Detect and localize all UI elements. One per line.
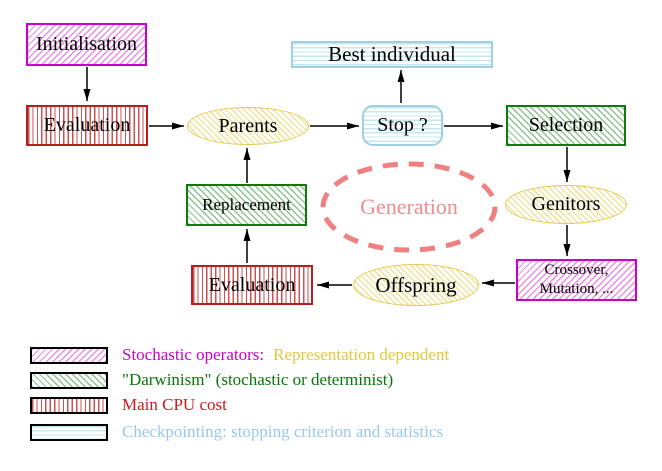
node-best-individual: Best individual — [291, 41, 493, 68]
legend-label-checkpointing: Checkpointing: stopping criterion and st… — [122, 422, 444, 441]
legend-swatch-red-stripes — [30, 396, 108, 414]
generation-cycle-label: Generation — [360, 194, 458, 219]
legend-row-darwinism: "Darwinism" (stochastic or determinist) — [30, 370, 394, 389]
node-replacement: Replacement — [186, 184, 307, 226]
node-stop: Stop ? — [362, 105, 443, 146]
generation-cycle-ellipse — [320, 161, 498, 253]
node-evaluation-top: Evaluation — [26, 105, 148, 146]
legend-row-cpu-cost: Main CPU cost — [30, 395, 227, 414]
node-selection: Selection — [506, 105, 626, 146]
node-evaluation-bottom: Evaluation — [191, 265, 313, 305]
legend-swatch-cyan-stripes — [30, 423, 108, 441]
legend-row-checkpointing: Checkpointing: stopping criterion and st… — [30, 422, 444, 441]
crossover-line2: Mutation, ... — [539, 281, 614, 297]
node-offspring: Offspring — [353, 264, 479, 306]
node-crossover-mutation: Crossover, Mutation, ... — [516, 259, 637, 301]
legend-label-cpu-cost: Main CPU cost — [122, 395, 227, 414]
legend-label-darwinism: "Darwinism" (stochastic or determinist) — [122, 370, 394, 389]
legend-row-stochastic: Stochastic operators: Representation dep… — [30, 345, 450, 364]
crossover-line1: Crossover, — [544, 262, 609, 279]
node-genitors: Genitors — [505, 185, 627, 224]
node-parents: Parents — [187, 107, 309, 145]
node-initialisation: Initialisation — [26, 23, 147, 66]
legend-swatch-magenta-hatch — [30, 346, 108, 364]
legend-swatch-green-hatch — [30, 371, 108, 389]
legend-label-stochastic: Stochastic operators: — [122, 345, 265, 364]
legend-label-representation: Representation dependent — [273, 345, 450, 364]
